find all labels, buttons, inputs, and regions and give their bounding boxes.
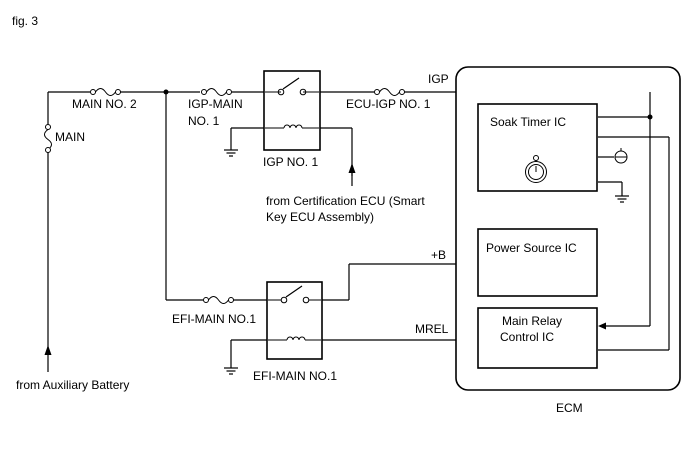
source-icon bbox=[614, 148, 628, 164]
fuse-icon bbox=[44, 124, 52, 153]
fuse-icon bbox=[203, 296, 234, 304]
figure-label: fig. 3 bbox=[12, 14, 38, 28]
fuse-icon bbox=[201, 88, 232, 96]
soak-timer-label: Soak Timer IC bbox=[490, 115, 566, 129]
clock-icon bbox=[525, 155, 547, 183]
junction-dot bbox=[163, 89, 169, 95]
fuse-icon bbox=[374, 88, 405, 96]
plus-b-label: +B bbox=[431, 248, 446, 262]
ecm-wiring bbox=[598, 92, 670, 351]
from-battery-label: from Auxiliary Battery bbox=[16, 378, 129, 392]
arrow-up-icon bbox=[348, 163, 356, 186]
main-relay-label: Main Relay bbox=[502, 314, 562, 328]
efi-main-fuse-label: EFI-MAIN NO.1 bbox=[172, 312, 256, 326]
arrow-up-icon bbox=[44, 345, 52, 372]
igp-main-label: IGP-MAIN bbox=[188, 97, 243, 111]
relay-icon bbox=[263, 70, 321, 151]
main-relay-control-block bbox=[477, 307, 598, 369]
power-source-block bbox=[477, 228, 598, 297]
mrel-label: MREL bbox=[415, 322, 449, 336]
ground-icon bbox=[223, 367, 239, 375]
efi-main-relay-label: EFI-MAIN NO.1 bbox=[253, 369, 337, 383]
fuse-icon bbox=[90, 88, 121, 96]
igp-signal-label: IGP bbox=[428, 72, 449, 86]
main-no2-label: MAIN NO. 2 bbox=[72, 97, 137, 111]
ecm-label: ECM bbox=[556, 401, 583, 415]
igp-relay-label: IGP NO. 1 bbox=[263, 155, 318, 169]
igp-main-label-line2: NO. 1 bbox=[188, 114, 220, 128]
from-cert-label-line2: Key ECU Assembly) bbox=[266, 210, 374, 224]
soak-timer-block bbox=[477, 103, 598, 192]
power-source-label: Power Source IC bbox=[486, 241, 577, 255]
ground-icon bbox=[223, 149, 239, 157]
ecu-igp-label: ECU-IGP NO. 1 bbox=[346, 97, 431, 111]
relay-icon bbox=[266, 281, 323, 360]
main-relay-label-line2: Control IC bbox=[500, 330, 554, 344]
main-fuse-label: MAIN bbox=[55, 130, 85, 144]
from-cert-label: from Certification ECU (Smart bbox=[266, 194, 425, 208]
